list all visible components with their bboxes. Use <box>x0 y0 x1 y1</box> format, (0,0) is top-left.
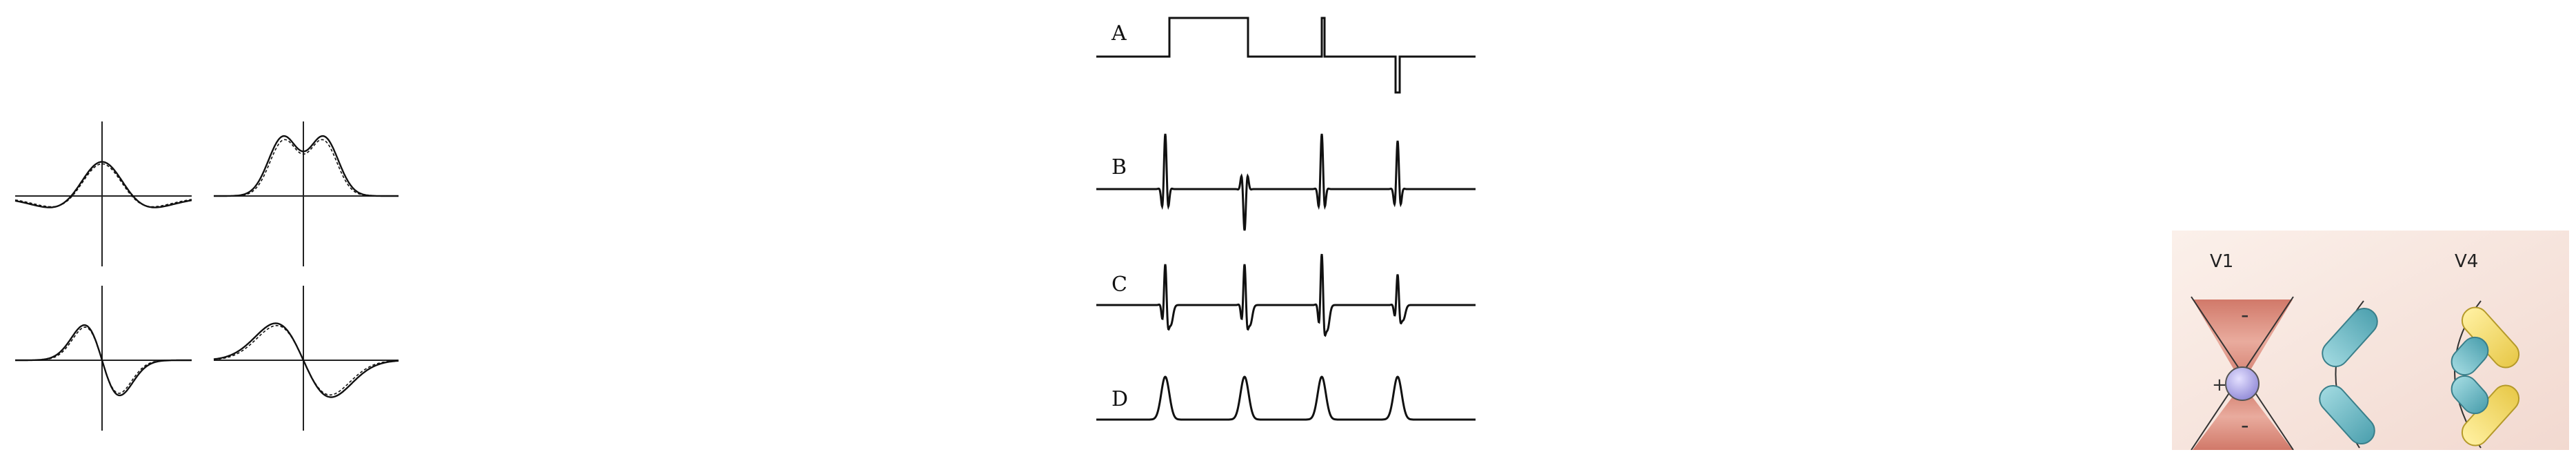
v4-title: V4 <box>2455 251 2478 272</box>
trace-label-d: D <box>1111 387 1128 411</box>
filter-shapes-svg <box>14 121 399 431</box>
trace-c-signal <box>1096 253 1476 337</box>
v4-teal-oval-lower <box>2319 384 2375 445</box>
trace-label-c: C <box>1111 273 1127 297</box>
trace-label-b: B <box>1111 155 1127 179</box>
filter-plot-2-solid-curve <box>214 135 399 197</box>
filter-shapes-panel <box>0 110 414 458</box>
v1-lower-surround-cone <box>2193 384 2293 450</box>
v4-curve-field-2 <box>2451 300 2520 449</box>
filter-plot-2-dotted-curve <box>214 139 399 197</box>
filter-plot-1-dotted-curve <box>14 163 192 208</box>
trace-d-signal <box>1096 375 1476 421</box>
trace-a-step-signal <box>1096 17 1476 94</box>
receptive-field-illustration: V1 V4 - - + <box>2172 230 2569 451</box>
v4-teal-oval-mid-upper <box>2451 336 2489 376</box>
v1-center-surround-field: - - + <box>2191 296 2294 451</box>
v4-teal-oval-upper <box>2322 307 2378 368</box>
filter-plots-group <box>14 121 399 431</box>
trace-label-a: A <box>1111 21 1127 46</box>
signal-traces-svg: A B C D <box>1096 17 1476 421</box>
v1-center-disk <box>2225 366 2260 401</box>
signal-traces-panel: A B C D <box>1089 0 1489 458</box>
v4-teal-oval-mid-lower <box>2451 375 2489 415</box>
v1-minus-top: - <box>2241 302 2249 328</box>
v1-title: V1 <box>2210 251 2233 272</box>
v1-upper-surround-cone <box>2193 300 2293 384</box>
receptive-field-svg: V1 V4 - - + <box>2172 230 2569 451</box>
filter-plot-3-dotted-curve <box>15 326 192 394</box>
trace-b-signal <box>1096 133 1476 231</box>
v1-minus-bottom: - <box>2241 412 2249 438</box>
v4-curve-field-1 <box>2319 300 2378 449</box>
filter-plot-4-dotted-curve <box>213 324 399 396</box>
v1-plus-sign: + <box>2212 375 2227 395</box>
filter-plot-1-solid-curve <box>14 161 192 208</box>
